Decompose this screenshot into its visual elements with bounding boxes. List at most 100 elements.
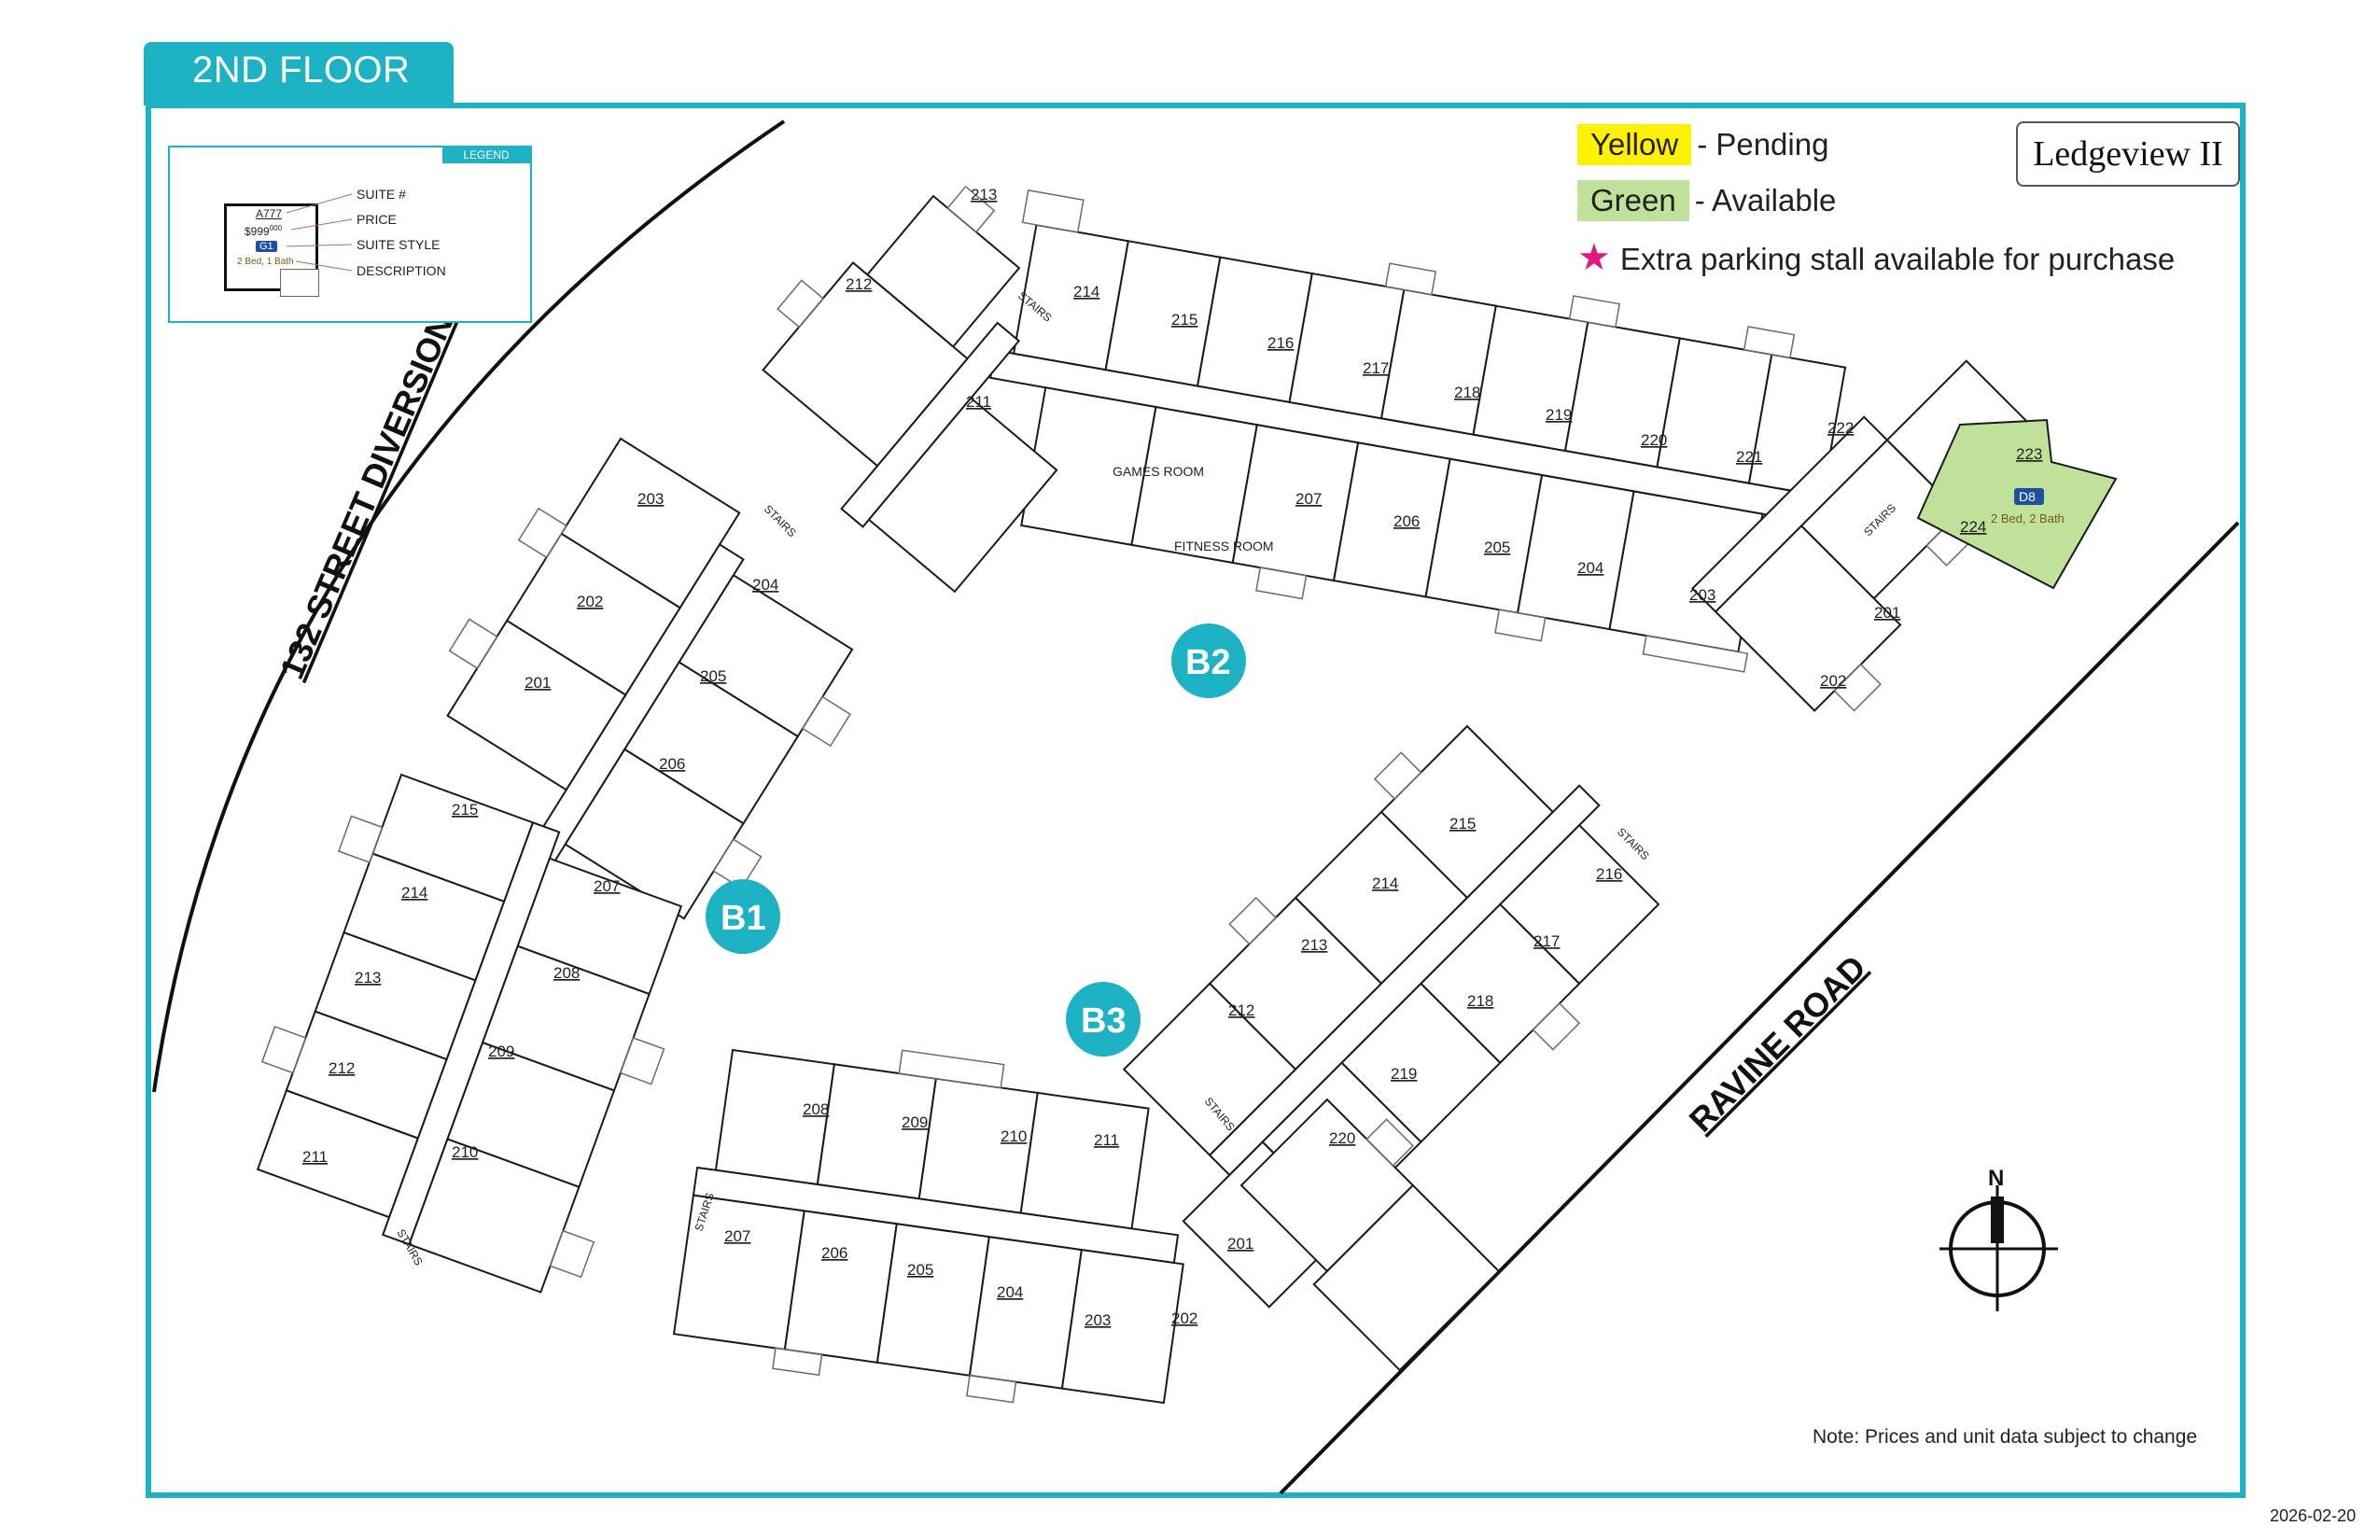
legend-sample-suite: A777 <box>256 207 283 220</box>
legend-sample-desc: 2 Bed, 1 Bath <box>237 257 294 267</box>
b2-unit-label: 214 <box>1073 283 1099 301</box>
b2-balcony <box>1642 635 1749 673</box>
b3-unit-label: 202 <box>1171 1309 1197 1327</box>
b3-unit-203[interactable] <box>1060 1248 1184 1405</box>
legend-sample-price: $999 <box>245 225 270 238</box>
b3-balcony <box>1373 751 1422 800</box>
b3-unit-210[interactable] <box>917 1077 1039 1214</box>
b2-balcony <box>1494 609 1547 642</box>
b3-unit-label: 216 <box>1596 865 1622 883</box>
legend-parking-row: ★Extra parking stall available for purch… <box>1577 236 2175 279</box>
road-east-label: RAVINE ROAD <box>1682 947 1873 1139</box>
brand-logo: Ledgeview II <box>2016 121 2240 187</box>
b2-unit-label: 201 <box>1874 604 1900 622</box>
legend-available-row: Green- Available <box>1577 180 1836 221</box>
b2-unit-label: 205 <box>1484 539 1510 556</box>
b3-balcony <box>1228 896 1277 945</box>
b2-unit-label: 203 <box>1689 586 1715 604</box>
b2-unit-211[interactable] <box>867 397 1058 594</box>
b3-stairs-label-1: STAIRS <box>1615 825 1652 862</box>
b3-balcony <box>1532 1002 1581 1051</box>
road-west-line <box>152 119 786 1093</box>
available-label: - Available <box>1694 183 1837 217</box>
building-b1 <box>256 437 854 1294</box>
b2-unit-label: 223 <box>2016 445 2042 463</box>
b1-unit-label: 204 <box>752 576 778 594</box>
plan-frame <box>146 103 2246 1498</box>
parking-star-icon: ★ <box>1577 237 1611 278</box>
b2-balcony <box>1255 567 1308 600</box>
b2-unit-label: 222 <box>1827 419 1854 437</box>
legend-sample-price-group: $999000 <box>245 224 282 238</box>
b1-balcony <box>619 1037 665 1085</box>
b1-unit-label: 215 <box>452 801 478 819</box>
pending-label: - Pending <box>1697 127 1829 161</box>
road-east-line <box>1279 521 2240 1495</box>
b2-unit-label: 207 <box>1295 490 1322 508</box>
b3-unit-label: 201 <box>1227 1235 1253 1253</box>
legend-header: LEGEND <box>442 147 530 163</box>
b2-unit-label: 218 <box>1454 384 1480 401</box>
b2-balcony <box>1384 262 1437 296</box>
b1-unit-label: 207 <box>594 877 620 895</box>
building-b3-badge <box>1066 982 1141 1057</box>
b2-unit-label: 215 <box>1171 311 1197 329</box>
b3-unit-label: 207 <box>724 1227 750 1245</box>
b3-unit-label: 206 <box>821 1244 847 1262</box>
b3-balcony <box>898 1049 1005 1089</box>
building-b1-label: B1 <box>721 899 766 938</box>
available-chip: Green <box>1577 180 1689 221</box>
b2-balcony <box>1743 326 1796 359</box>
b1-balcony <box>448 618 498 669</box>
b2-unit-label: 224 <box>1960 518 1986 536</box>
b3-unit-label: 204 <box>997 1283 1023 1301</box>
b1-unit-label: 201 <box>525 674 551 692</box>
b3-unit-label: 220 <box>1329 1129 1355 1147</box>
b1-unit-label: 213 <box>355 969 381 987</box>
legend-label-suite: SUITE # <box>357 187 406 202</box>
b2-unit-label: 220 <box>1641 431 1667 449</box>
b1-balcony <box>712 838 763 889</box>
unit-223-style: D8 <box>2019 489 2036 504</box>
b2-balcony <box>1021 189 1085 233</box>
b3-unit-label: 209 <box>902 1113 928 1131</box>
b2-unit-label: 219 <box>1546 406 1572 424</box>
unit-labels: 2132122112142152162172182192202212222232… <box>302 186 2042 1329</box>
b3-unit-label: 219 <box>1391 1065 1417 1083</box>
b1-unit-label: 210 <box>452 1143 478 1161</box>
b3-unit-202[interactable] <box>1312 1183 1501 1372</box>
b2-fitness-room-label: FITNESS ROOM <box>1174 539 1274 553</box>
b2-unit-label: 217 <box>1363 359 1389 377</box>
parking-label: Extra parking stall available for purcha… <box>1619 242 2176 276</box>
b3-unit-209[interactable] <box>816 1063 937 1200</box>
legend-sample-balcony <box>280 269 319 297</box>
compass-north-label: N <box>1988 1166 2004 1191</box>
pending-chip: Yellow <box>1577 124 1692 165</box>
b3-unit-label: 211 <box>1094 1131 1119 1149</box>
b3-balcony <box>966 1374 1017 1404</box>
b1-unit-label: 211 <box>302 1148 328 1166</box>
legend-label-price: PRICE <box>357 212 397 227</box>
building-b3-label: B3 <box>1081 1001 1127 1041</box>
b1-balcony <box>549 1229 595 1279</box>
compass-icon <box>1939 1185 2058 1311</box>
legend-box: LEGEND A777 $999000 G1 2 Bed, 1 Bath SUI… <box>168 146 532 323</box>
building-b1-badge <box>706 879 780 954</box>
b3-unit-211[interactable] <box>1019 1091 1150 1230</box>
legend-pending-row: Yellow- Pending <box>1577 124 1828 165</box>
b1-stairs-label-1: STAIRS <box>762 502 799 539</box>
footer-note: Note: Prices and unit data subject to ch… <box>1813 1426 2198 1448</box>
b2-east-corridor <box>1690 415 1889 613</box>
b1-balcony <box>517 507 567 559</box>
b1-unit-label: 202 <box>577 593 603 610</box>
b1-balcony <box>802 695 851 748</box>
b3-unit-207[interactable] <box>672 1194 805 1351</box>
b1-unit-label: 205 <box>700 667 726 685</box>
road-west-label: 132 STREET DIVERSION <box>273 308 461 684</box>
floor-title-tab: 2ND FLOOR <box>144 42 454 105</box>
b3-unit-label: 203 <box>1085 1311 1111 1329</box>
b2-unit-label: 213 <box>971 186 997 203</box>
b1-balcony <box>260 1025 307 1074</box>
print-date: 2026-02-20 <box>2270 1506 2357 1525</box>
building-b3 <box>672 724 1660 1405</box>
